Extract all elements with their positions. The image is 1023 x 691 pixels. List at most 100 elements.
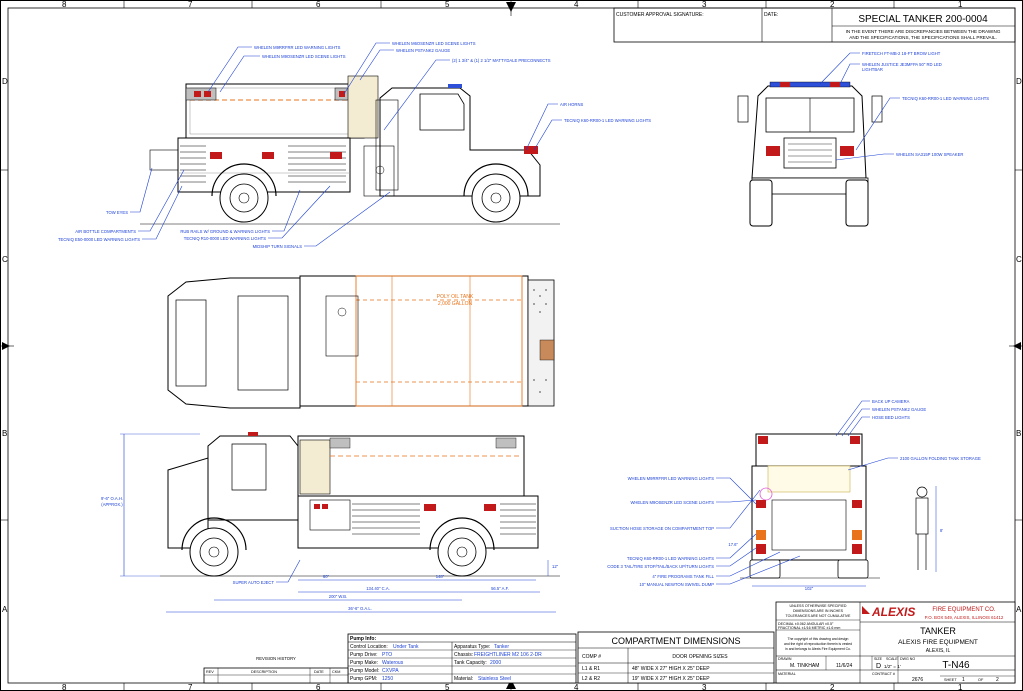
copyright-line-2: and the right of reproduction therein is… bbox=[784, 642, 852, 646]
pump-row-2-label2: Tank Capacity: bbox=[454, 660, 487, 666]
col-label-top-4: 4 bbox=[574, 0, 579, 9]
pump-row-1-value2: FREIGHTLINER M2 106 2-DR bbox=[474, 652, 542, 658]
side-view-callouts: WHELEN M9RRFRR LED WARNING LIGHTS WHELEN… bbox=[58, 41, 651, 249]
compartment-row-1-comp: L2 & R2 bbox=[582, 676, 600, 682]
col-label-top-7: 7 bbox=[188, 0, 193, 9]
pump-row-3-value: CXVPA bbox=[382, 668, 399, 674]
copyright-line-3: in and belongs to Alexis Fire Equipment … bbox=[785, 647, 851, 651]
revision-history: REVISION HISTORY REV DESCRIPTION DATE CK… bbox=[203, 656, 349, 684]
callout-folding-tank: 2100 GALLON FOLDING TANK STORAGE bbox=[900, 456, 981, 461]
compartment-row-1-size: 19" WIDE X 27" HIGH X 25" DEEP bbox=[632, 676, 710, 682]
tolerance-decimal: DECIMAL ±0.062 ANGULAR ±0.5° bbox=[778, 622, 834, 626]
pump-row-0-label: Control Location: bbox=[350, 644, 388, 650]
row-label-left-b: B bbox=[2, 429, 7, 438]
row-label-right-a: A bbox=[1016, 605, 1022, 614]
col-label-bottom-3: 3 bbox=[702, 683, 707, 691]
compartment-col-1: COMP # bbox=[582, 654, 601, 660]
title-block: UNLESS OTHERWISE SPECIFIED DIMENSIONS AR… bbox=[775, 601, 1016, 684]
copyright-line-1: The copyright of this drawing and design bbox=[788, 637, 849, 641]
front-view bbox=[737, 81, 883, 227]
row-label-left-d: D bbox=[2, 77, 8, 86]
row-zone-labels: D C B A D C B A bbox=[2, 77, 1022, 614]
dim-148: 148" bbox=[436, 574, 445, 579]
scale-label: SCALE bbox=[886, 657, 898, 661]
callout-whelen-m6-scene: WHELEN M6OSENZR LED SCENE LIGHTS bbox=[392, 41, 476, 46]
callout-preconnects: (2) 1 3/4" & (1) 2 1/2" MATTYDALE PRECON… bbox=[452, 58, 551, 63]
callout-m9-warning: WHELEN M9RRFRR LED WARNING LIGHTS bbox=[628, 476, 715, 481]
alexis-logo: ALEXIS bbox=[871, 605, 915, 619]
pump-row-1-label: Pump Drive: bbox=[350, 652, 378, 658]
col-label-top-2: 2 bbox=[830, 0, 835, 9]
callout-tecniq-r10: TECNIQ R10-0000 LED WARNING LIGHTS bbox=[184, 236, 266, 241]
sheet-number: 1 bbox=[962, 677, 965, 683]
callout-backup-camera: BACK UP CAMERA bbox=[872, 399, 910, 404]
dim-oal: 36'-6" O.A.L. bbox=[348, 606, 372, 611]
callout-suction: SUCTION HOSE STORAGE ON COMPARTMENT TOP bbox=[610, 526, 714, 531]
alexis-logo-mark bbox=[862, 606, 870, 614]
pump-row-0-value2: Tanker bbox=[494, 644, 509, 650]
header-block: CUSTOMER APPROVAL SIGNATURE: DATE: SPECI… bbox=[613, 7, 1016, 43]
row-label-left-c: C bbox=[2, 255, 8, 264]
callout-justice-1: WHELEN JUSTICE JE3MFPA 50" RD LED bbox=[862, 62, 942, 67]
date-label: DATE: bbox=[764, 12, 778, 18]
drawing-title: SPECIAL TANKER 200-0004 bbox=[858, 14, 988, 25]
pump-row-1-label2: Chassis: bbox=[454, 652, 473, 658]
dim-width: 102" bbox=[805, 586, 814, 591]
callout-hose-bed: HOSE BED LIGHTS bbox=[872, 415, 910, 420]
sheet-size: D bbox=[876, 663, 881, 670]
callout-rub-rails: RUB RAILS W/ GROUND & WARNING LIGHTS bbox=[180, 229, 270, 234]
callout-tecniq-e50: TECNIQ E50-0000 LED WARNING LIGHTS bbox=[58, 237, 140, 242]
of-label: OF bbox=[978, 678, 984, 682]
tolerance-fractional: FRACTIONAL ±1/16 METRIC ±1.6 mm bbox=[778, 626, 840, 630]
contract-number: 2676 bbox=[912, 677, 923, 683]
callout-tecniq-k60: TECNIQ K60-RR00-1 LED WARNING LIGHTS bbox=[564, 118, 651, 123]
dim-60: 60" bbox=[323, 574, 330, 579]
revision-col-ckm: CKM bbox=[332, 670, 340, 674]
drawn-date: 11/6/24 bbox=[836, 663, 853, 669]
pump-row-4-label: Pump GPM: bbox=[350, 676, 377, 682]
callout-midship: MIDSHIP TURN SIGNALS bbox=[253, 244, 303, 249]
callout-whelen-m9: WHELEN M9RRFRR LED WARNING LIGHTS bbox=[254, 45, 341, 50]
callout-dump: 10" MANUAL NEWTON SWIVEL DUMP bbox=[639, 582, 714, 587]
sheet-count: 2 bbox=[996, 677, 999, 683]
customer-name: ALEXIS FIRE EQUIPMENT bbox=[898, 639, 978, 646]
callout-rear-gauge: WHELEN PSTANK2 GAUGE bbox=[872, 407, 926, 412]
side-view-dimensions: 9'-6" O.A.H. (APPROX.) SUPER AUTO EJECT … bbox=[101, 433, 559, 613]
scale-value: 1/2" = 1' bbox=[884, 664, 901, 669]
approval-label: CUSTOMER APPROVAL SIGNATURE: bbox=[616, 12, 704, 18]
callout-air-horns: AIR HORNS bbox=[560, 102, 583, 107]
col-label-bottom-2: 2 bbox=[830, 683, 835, 691]
column-zone-labels: 8 7 6 5 4 3 2 1 8 7 6 5 4 3 2 1 bbox=[62, 0, 963, 691]
callout-fill: 4" FIRE PROGRAMS TANK FILL bbox=[652, 574, 714, 579]
dim-super-auto-eject: SUPER AUTO EJECT bbox=[233, 580, 275, 585]
pump-row-2-label: Pump Make: bbox=[350, 660, 378, 666]
col-label-bottom-1: 1 bbox=[958, 683, 963, 691]
callout-k60: TECNIQ K60-RR00-1 LED WARNING LIGHTS bbox=[627, 556, 714, 561]
dim-approx: (APPROX.) bbox=[101, 502, 123, 507]
pump-row-3-label: Pump Model: bbox=[350, 668, 379, 674]
col-label-bottom-4: 4 bbox=[574, 683, 579, 691]
unless-line-2: DIMENSIONS ARE IN INCHES bbox=[793, 609, 844, 613]
col-label-top-5: 5 bbox=[445, 0, 450, 9]
row-label-left-a: A bbox=[2, 605, 8, 614]
unless-line-3: TOLERANCES ARE NOT CUMULATIVE bbox=[786, 614, 852, 618]
pump-info-table: Pump Info: Control Location: Under Tank … bbox=[347, 633, 577, 684]
tank-label-line-1: POLY OIL TANK bbox=[437, 294, 474, 300]
col-label-bottom-8: 8 bbox=[62, 683, 67, 691]
pump-row-2-value: Waterous bbox=[382, 660, 404, 666]
callout-air-bottle: AIR BOTTLE COMPARTMENTS bbox=[75, 229, 136, 234]
company-address: P.O. BOX 549, ALEXIS, ILLINOIS 61412 bbox=[925, 615, 1004, 620]
compartment-col-2: DOOR OPENING SIZES bbox=[672, 654, 728, 660]
dim-ca: 134.40" C.A. bbox=[366, 586, 390, 591]
pump-info-title: Pump Info: bbox=[350, 636, 376, 642]
sheet-label: SHEET bbox=[944, 678, 957, 682]
dwg-no: T-N46 bbox=[942, 660, 970, 671]
pump-row-1-value: PTO bbox=[382, 652, 392, 658]
dwg-no-label: DWG NO bbox=[900, 657, 915, 661]
row-label-right-d: D bbox=[1016, 77, 1022, 86]
notice-line-2: AND THE SPECIFICATIONS, THE SPECIFICATIO… bbox=[849, 35, 996, 40]
revision-col-date: DATE bbox=[314, 670, 324, 674]
unless-line-1: UNLESS OTHERWISE SPECIFIED bbox=[789, 604, 846, 608]
pump-row-4-value: 1250 bbox=[382, 676, 393, 682]
